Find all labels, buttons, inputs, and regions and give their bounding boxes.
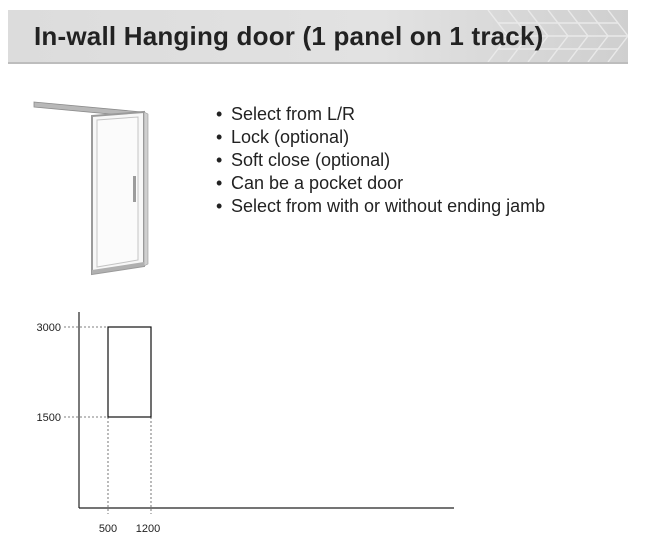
bullet-icon: • — [216, 150, 223, 170]
bullet-icon: • — [216, 173, 223, 193]
size-range-box — [107, 326, 152, 418]
y-tick-label: 3000 — [37, 322, 61, 334]
x-tick-label: 1200 — [136, 523, 160, 535]
feature-list: • Select from L/R • Lock (optional) • Soft … — [216, 103, 545, 218]
y-tick-label: 1500 — [37, 412, 61, 424]
feature-text: Select from L/R — [231, 104, 356, 124]
page-title: In-wall Hanging door (1 panel on 1 track… — [34, 21, 544, 51]
door-illustration — [33, 101, 149, 276]
x-tick-label: 500 — [99, 523, 117, 535]
feature-item: • Can be a pocket door — [216, 172, 545, 195]
feature-item: • Soft close (optional) — [216, 149, 545, 172]
feature-text: Soft close (optional) — [231, 150, 391, 170]
bullet-icon: • — [216, 127, 223, 147]
bullet-icon: • — [216, 196, 223, 216]
feature-text: Lock (optional) — [231, 127, 350, 147]
feature-item: • Select from with or without ending jamb — [216, 195, 545, 218]
bullet-icon: • — [216, 104, 223, 124]
decorative-pattern — [487, 10, 628, 62]
dimension-chart: 3000 1500 500 1200 — [37, 312, 454, 535]
title-bar: In-wall Hanging door (1 panel on 1 track… — [8, 10, 628, 64]
feature-text: Can be a pocket door — [231, 173, 404, 193]
feature-text: Select from with or without ending jamb — [231, 196, 546, 216]
feature-item: • Select from L/R — [216, 103, 545, 126]
feature-item: • Lock (optional) — [216, 126, 545, 149]
